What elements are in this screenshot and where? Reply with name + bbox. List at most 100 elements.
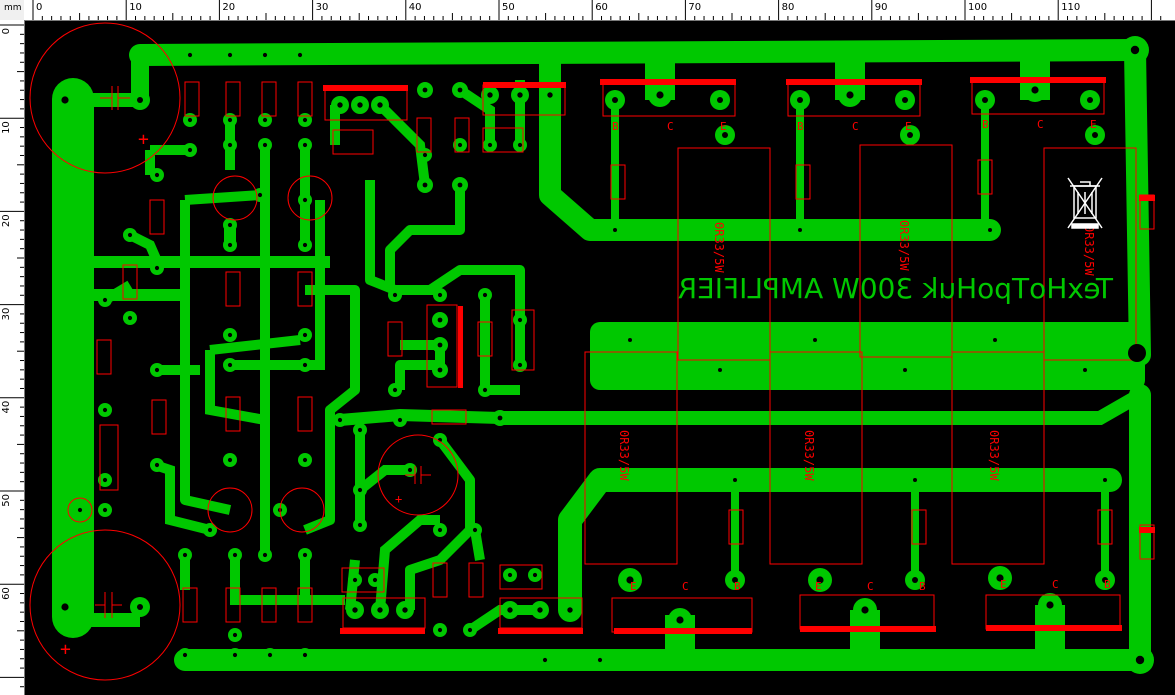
drill-hole — [227, 117, 233, 123]
drill-hole — [402, 607, 408, 613]
drill-hole — [497, 415, 503, 421]
drill-hole — [422, 152, 428, 158]
drill-hole — [467, 627, 473, 633]
drill-hole — [137, 604, 143, 610]
ruler-label: 20 — [1, 214, 12, 227]
pin-label: E — [815, 580, 822, 593]
drill-hole — [357, 522, 363, 528]
ruler-label: 60 — [1, 587, 12, 600]
drill-hole — [102, 507, 108, 513]
drill-hole — [437, 292, 443, 298]
drill-hole — [733, 478, 737, 482]
ruler-label: 90 — [875, 2, 888, 13]
drill-hole — [517, 362, 523, 368]
ruler-label: 50 — [1, 494, 12, 507]
drill-hole — [302, 142, 308, 148]
resistor-outline — [859, 144, 953, 358]
drill-hole — [227, 362, 233, 368]
drill-hole — [397, 417, 403, 423]
drill-hole — [207, 527, 213, 533]
drill-hole — [1102, 577, 1108, 583]
ruler-label: 40 — [1, 401, 12, 414]
recycle-bin-icon — [1067, 177, 1103, 229]
drill-hole — [154, 462, 160, 468]
ruler-label: 80 — [782, 2, 795, 13]
drill-hole — [732, 577, 738, 583]
drill-hole — [154, 172, 160, 178]
drill-hole — [993, 338, 997, 342]
resistor-outline — [769, 351, 863, 565]
cap-polarity-label: + — [60, 639, 71, 660]
ruler-label: 50 — [502, 2, 515, 13]
drill-hole — [227, 142, 233, 148]
drill-hole — [982, 97, 988, 103]
drill-hole — [1031, 86, 1039, 94]
drill-hole — [628, 338, 632, 342]
drill-hole — [1083, 368, 1087, 372]
resistor-label: 0R33/5W — [617, 430, 631, 481]
drill-hole — [626, 576, 634, 584]
drill-hole — [352, 577, 358, 583]
ruler-label: 20 — [222, 2, 235, 13]
drill-hole — [567, 607, 573, 613]
drill-hole — [1135, 655, 1145, 665]
drill-hole — [597, 657, 603, 663]
drill-hole — [472, 527, 478, 533]
drill-hole — [262, 117, 268, 123]
drill-hole — [232, 552, 238, 558]
drill-hole — [127, 232, 133, 238]
capacitor-outline — [29, 22, 181, 174]
drill-hole — [102, 297, 108, 303]
resistor-label: 0R33/5W — [1082, 225, 1096, 276]
drill-hole — [302, 652, 308, 658]
drill-hole — [902, 97, 908, 103]
cap-polarity-label: + — [395, 492, 402, 506]
drill-hole — [613, 228, 617, 232]
drill-hole — [1130, 45, 1140, 55]
drill-hole — [407, 467, 413, 473]
ruler-label: 60 — [595, 2, 608, 13]
drill-hole — [127, 315, 133, 321]
drill-hole — [337, 102, 343, 108]
silk-bars — [323, 77, 1155, 634]
drill-hole — [302, 332, 308, 338]
drill-hole — [267, 652, 273, 658]
drill-hole — [302, 362, 308, 368]
drill-hole — [517, 92, 523, 98]
drill-hole — [61, 96, 69, 104]
drill-hole — [676, 616, 684, 624]
drill-hole — [813, 338, 817, 342]
resistor-outline — [584, 351, 678, 565]
ruler-unit: mm — [4, 3, 22, 13]
drill-layer — [61, 45, 1145, 665]
pin-label: E — [720, 120, 727, 133]
drill-hole — [532, 572, 538, 578]
drill-hole — [912, 577, 918, 583]
ruler-label: 10 — [1, 121, 12, 134]
drill-hole — [154, 265, 160, 271]
drill-hole — [722, 132, 728, 138]
top-rail-trace — [129, 39, 1146, 66]
drill-hole — [302, 552, 308, 558]
cap-polarity-label: + — [138, 129, 149, 150]
drill-hole — [798, 228, 802, 232]
drill-hole — [437, 627, 443, 633]
drill-hole — [612, 97, 618, 103]
ruler-label: 100 — [968, 2, 987, 13]
drill-hole — [187, 117, 193, 123]
ruler-label: 70 — [688, 2, 701, 13]
drill-hole — [262, 52, 268, 58]
drill-hole — [187, 52, 193, 58]
resistor-label: 0R33/5W — [897, 220, 911, 271]
drill-hole — [547, 92, 553, 98]
drill-hole — [861, 606, 869, 614]
drill-hole — [187, 147, 193, 153]
ruler-label: 10 — [129, 2, 142, 13]
capacitor-outline — [29, 529, 181, 681]
drill-hole — [1092, 132, 1098, 138]
drill-hole — [907, 132, 913, 138]
